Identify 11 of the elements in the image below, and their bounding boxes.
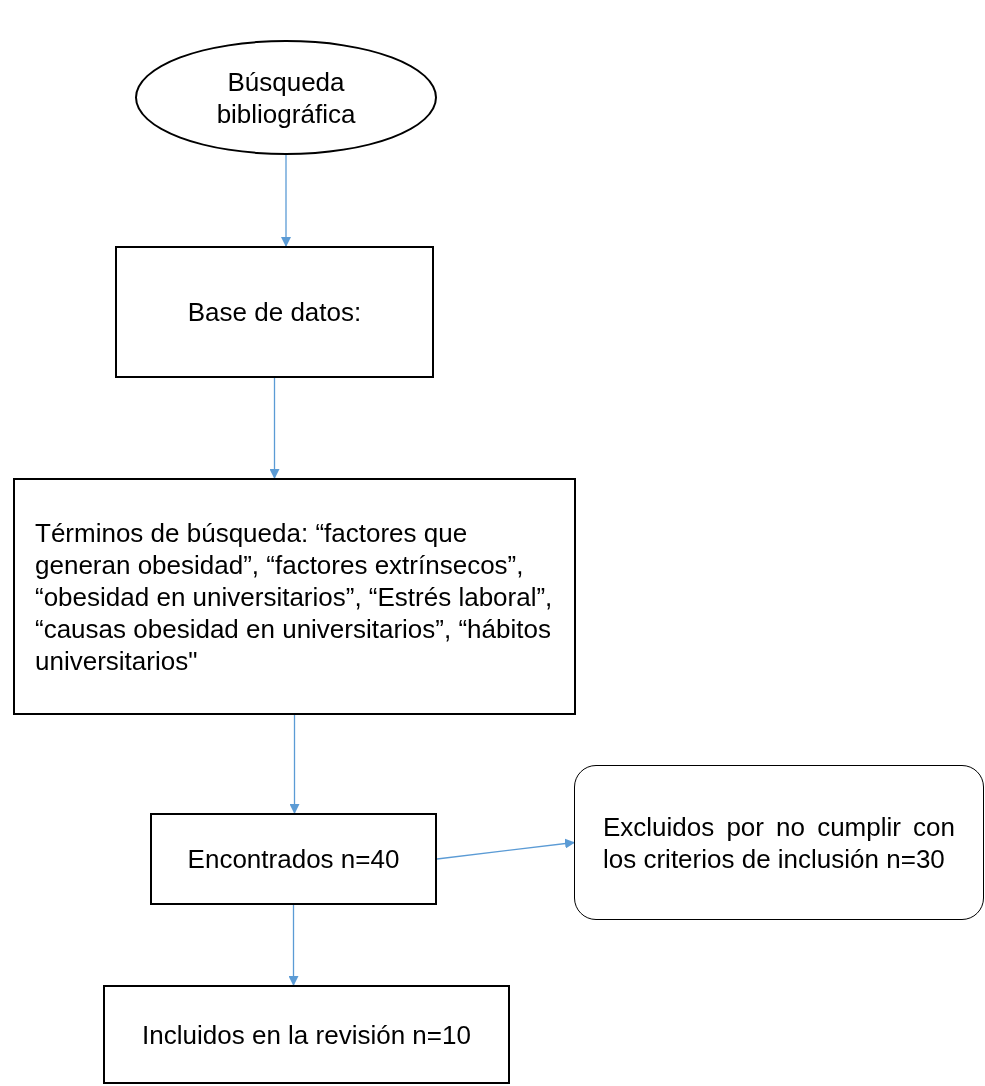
arrow bbox=[269, 377, 280, 479]
arrow bbox=[288, 904, 299, 986]
start-ellipse: Búsqueda bibliográfica bbox=[135, 40, 437, 155]
process-box: Base de datos: bbox=[115, 246, 434, 378]
arrow bbox=[436, 838, 575, 860]
process-box: Excluidos por no cumplir con los criterios de inclusión n=30 bbox=[574, 765, 984, 920]
process-box: Encontrados n=40 bbox=[150, 813, 437, 905]
arrow bbox=[281, 154, 291, 247]
process-box: Términos de búsqueda: “factores que generan obesidad”, “factores extrínsecos”, “obesidad en universitarios”, “Estrés laboral”, “causas obesidad en universitarios”, “hábitos universitarios" bbox=[13, 478, 576, 715]
process-box: Incluidos en la revisión n=10 bbox=[103, 985, 510, 1084]
arrow bbox=[289, 714, 300, 814]
